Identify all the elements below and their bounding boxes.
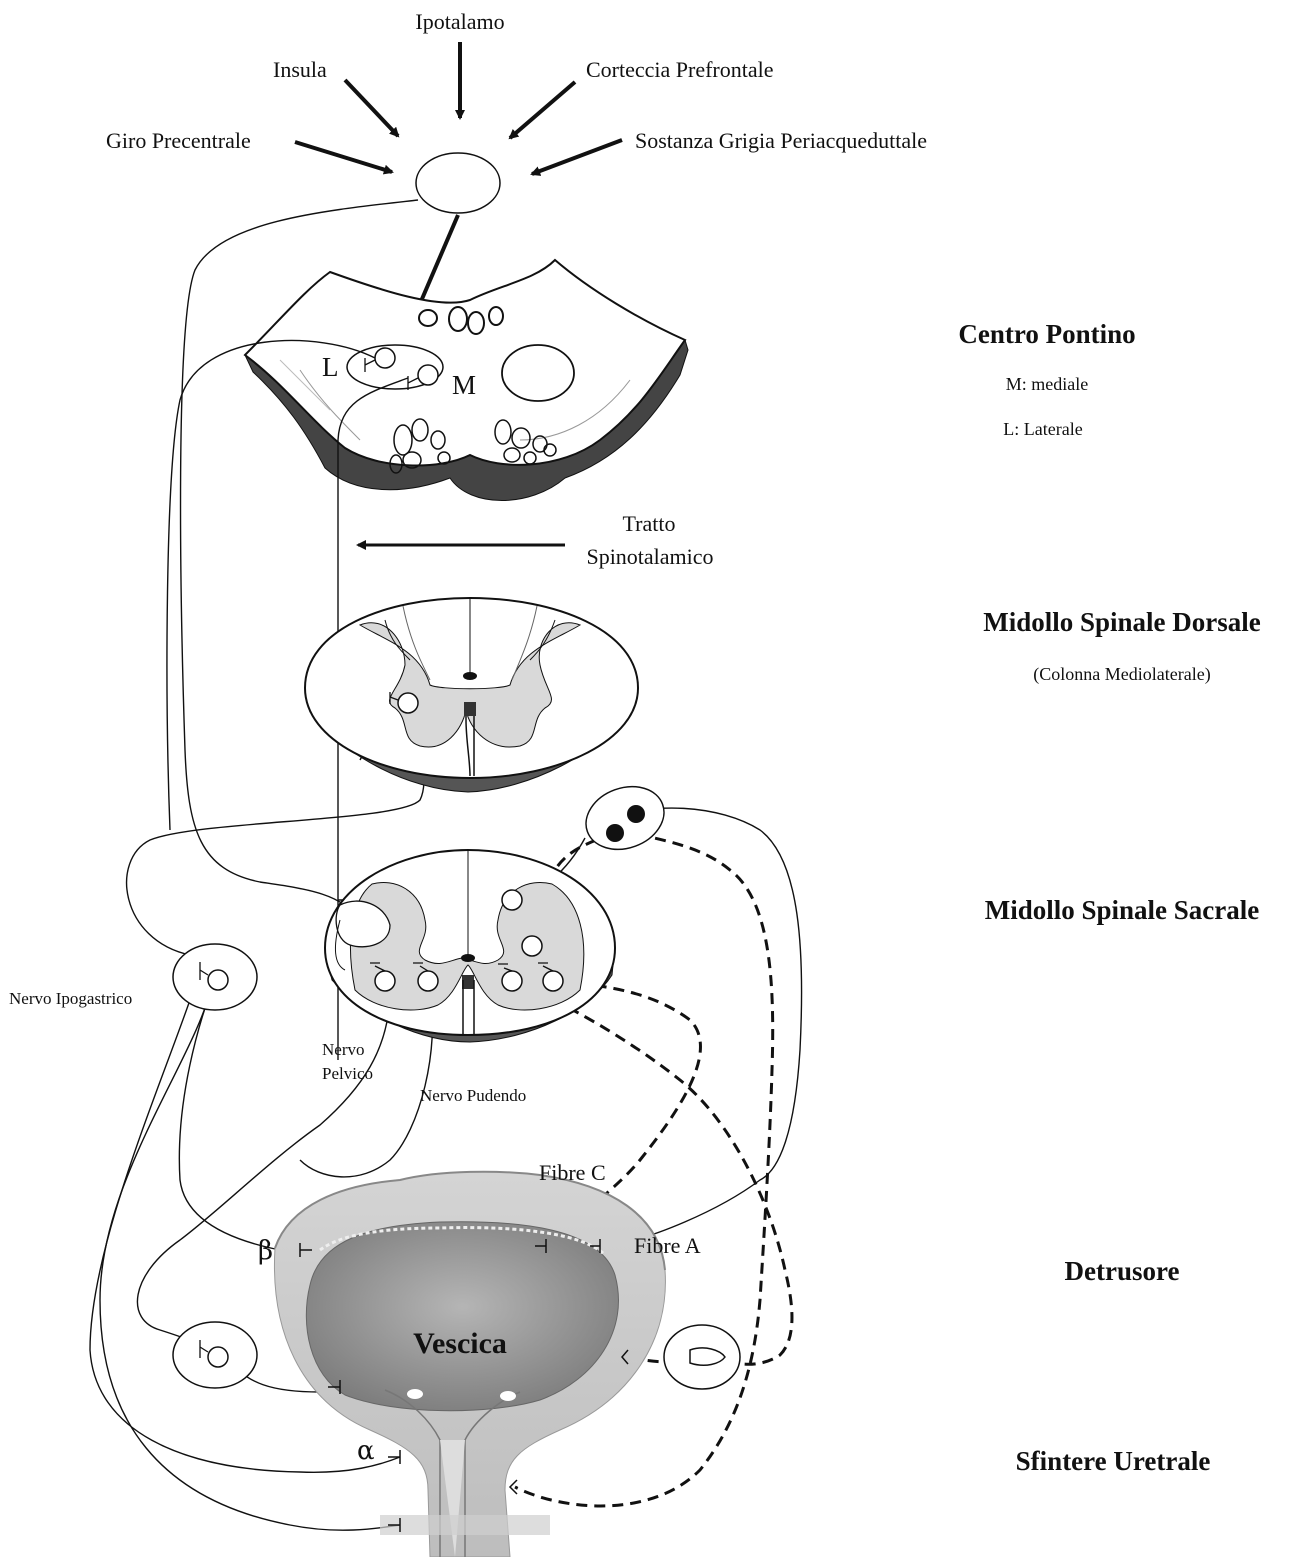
nerve-endings (299, 1239, 629, 1532)
label-pons-L: L (322, 352, 339, 382)
pons-cell-L (374, 347, 396, 369)
label-midollo-sacrale: Midollo Spinale Sacrale (984, 895, 1260, 925)
label-sostanza: Sostanza Grigia Periacqueduttale (635, 128, 928, 153)
pons-cell-M (417, 364, 439, 386)
label-nervo-pudendo: Nervo Pudendo (420, 1086, 527, 1105)
sacral-cell-2 (521, 935, 543, 957)
sacral-spinal-cord (323, 848, 617, 1043)
label-nervo-ipogastrico: Nervo Ipogastrico (9, 989, 133, 1008)
central-node (415, 152, 501, 214)
label-pons-M: M (452, 370, 477, 400)
input-arrows (294, 42, 623, 176)
sacral-cell-5 (501, 970, 523, 992)
sacral-cell-3 (374, 970, 396, 992)
label-mediale: M: mediale (1005, 374, 1089, 394)
dorsal-cell (397, 692, 419, 714)
pons-section (243, 258, 689, 501)
label-giro: Giro Precentrale (106, 128, 251, 153)
arrow-giro (294, 140, 394, 175)
sacral-cell-4 (417, 970, 439, 992)
label-beta: β (258, 1236, 274, 1266)
label-spinotalamico: Spinotalamico (586, 544, 714, 569)
label-sfintere: Sfintere Uretrale (1015, 1446, 1211, 1476)
label-colonna: (Colonna Mediolaterale) (1033, 664, 1211, 684)
arrow-corteccia (508, 80, 577, 140)
dorsal-spinal-cord (303, 596, 640, 793)
dorsal-root-ganglion (585, 785, 665, 851)
label-midollo-dorsale: Midollo Spinale Dorsale (983, 607, 1261, 637)
label-insula: Insula (273, 57, 327, 82)
label-vescica: Vescica (413, 1327, 507, 1360)
ganglia (172, 943, 741, 1390)
bladder (273, 1170, 666, 1558)
label-alpha: α (357, 1436, 375, 1466)
label-nervo-pelvico-2: Pelvico (322, 1064, 373, 1083)
label-fibre-c: Fibre C (539, 1160, 606, 1185)
label-centro-pontino: Centro Pontino (958, 319, 1136, 349)
arrow-insula (343, 78, 400, 138)
label-ipotalamo: Ipotalamo (415, 9, 505, 34)
label-nervo-pelvico-1: Nervo (322, 1040, 365, 1059)
label-detrusore: Detrusore (1064, 1256, 1180, 1286)
label-fibre-a: Fibre A (634, 1233, 701, 1258)
label-tratto: Tratto (622, 511, 676, 536)
pons-lateral-nucleus (346, 344, 444, 390)
sacral-cell-1 (501, 889, 523, 911)
label-corteccia: Corteccia Prefrontale (586, 57, 774, 82)
sacral-cell-6 (542, 970, 564, 992)
arrow-sostanza (530, 138, 623, 176)
label-laterale: L: Laterale (1003, 419, 1083, 439)
